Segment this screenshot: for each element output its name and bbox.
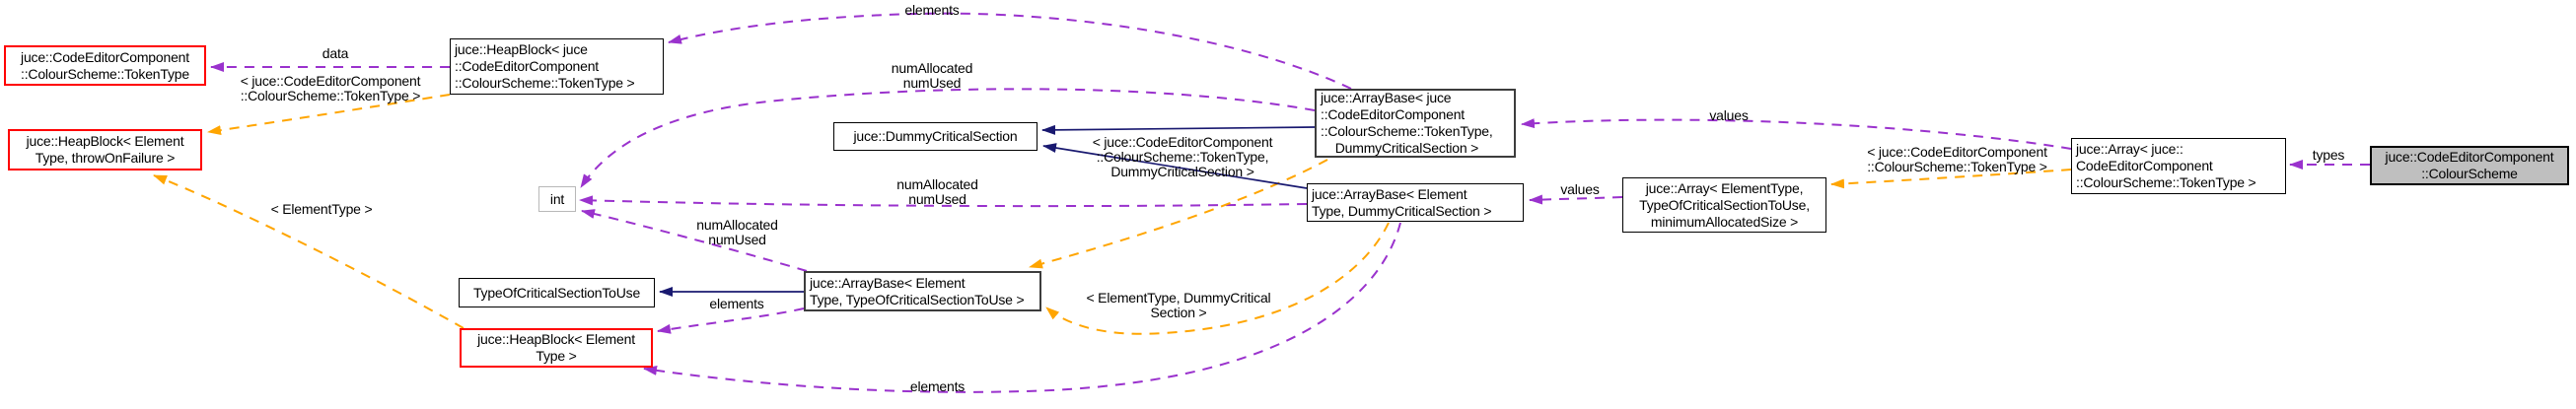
node-int: int	[538, 186, 576, 212]
edge-label-values-top: values	[1709, 107, 1749, 123]
edge-label-numallocated-2: numAllocated numUsed	[896, 176, 978, 207]
edge-label-template-array-right: < juce::CodeEditorComponent ::ColourSche…	[1867, 144, 2047, 174]
node-colourscheme-main: juce::CodeEditorComponent ::ColourScheme	[2370, 146, 2569, 185]
edge-template-array-token	[1830, 169, 2072, 189]
edge-label-values-left: values	[1560, 181, 1600, 197]
node-array-generic[interactable]: juce::Array< ElementType, TypeOfCritical…	[1622, 177, 1826, 233]
edge-label-numallocated-1: numAllocated numUsed	[891, 60, 973, 91]
edge-numallocated-1	[580, 88, 1316, 188]
node-array-tokentype[interactable]: juce::Array< juce:: CodeEditorComponent …	[2071, 138, 2286, 194]
edge-elements-mid	[657, 307, 805, 334]
node-heapblock-throwonfailure[interactable]: juce::HeapBlock< Element Type, throwOnFa…	[8, 129, 202, 170]
edge-template-arraybase-elem-dummy	[1045, 222, 1390, 335]
edge-inherit-arraybase-token-dummy	[1041, 124, 1316, 135]
edge-label-elements-mid: elements	[709, 296, 764, 311]
edge-values-left	[1529, 194, 1623, 205]
edge-label-elements-top: elements	[904, 2, 960, 18]
node-arraybase-tokentype[interactable]: juce::ArrayBase< juce ::CodeEditorCompon…	[1315, 89, 1516, 158]
node-heapblock-tokentype[interactable]: juce::HeapBlock< juce ::CodeEditorCompon…	[450, 38, 664, 95]
edge-inherit-arraybase-elem-dummy	[1042, 143, 1308, 189]
edge-label-template-tokentype-left: < juce::CodeEditorComponent ::ColourSche…	[240, 73, 421, 103]
edge-label-data: data	[322, 45, 349, 61]
edge-label-types: types	[2312, 147, 2345, 163]
node-dummycriticalsection[interactable]: juce::DummyCriticalSection	[833, 122, 1038, 151]
node-typeofcriticalsectiontouse[interactable]: TypeOfCriticalSectionToUse	[459, 278, 655, 307]
edge-label-template-elem-dummy: < ElementType, DummyCritical Section >	[1086, 290, 1271, 320]
node-tokentype[interactable]: juce::CodeEditorComponent ::ColourScheme…	[4, 45, 206, 86]
edge-label-elementtype: < ElementType >	[270, 201, 373, 217]
edge-template-arraybase-token	[1029, 159, 1328, 269]
edge-elements-top	[668, 12, 1352, 90]
edge-label-elements-bottom: elements	[909, 378, 966, 394]
edge-template-heapblock-elem	[153, 174, 465, 329]
node-arraybase-elementtype-dummycriticalsection[interactable]: juce::ArrayBase< Element Type, DummyCrit…	[1307, 183, 1524, 222]
edge-label-numallocated-3: numAllocated numUsed	[696, 217, 778, 247]
edge-label-template-arraybase: < juce::CodeEditorComponent ::ColourSche…	[1092, 134, 1273, 179]
node-heapblock-elementtype[interactable]: juce::HeapBlock< Element Type >	[460, 328, 653, 368]
node-arraybase-elementtype-typeofcriticalsectiontouse[interactable]: juce::ArrayBase< Element Type, TypeOfCri…	[804, 271, 1041, 311]
edge-template-heapblock-token	[207, 94, 451, 136]
edge-numallocated-2	[579, 195, 1308, 208]
